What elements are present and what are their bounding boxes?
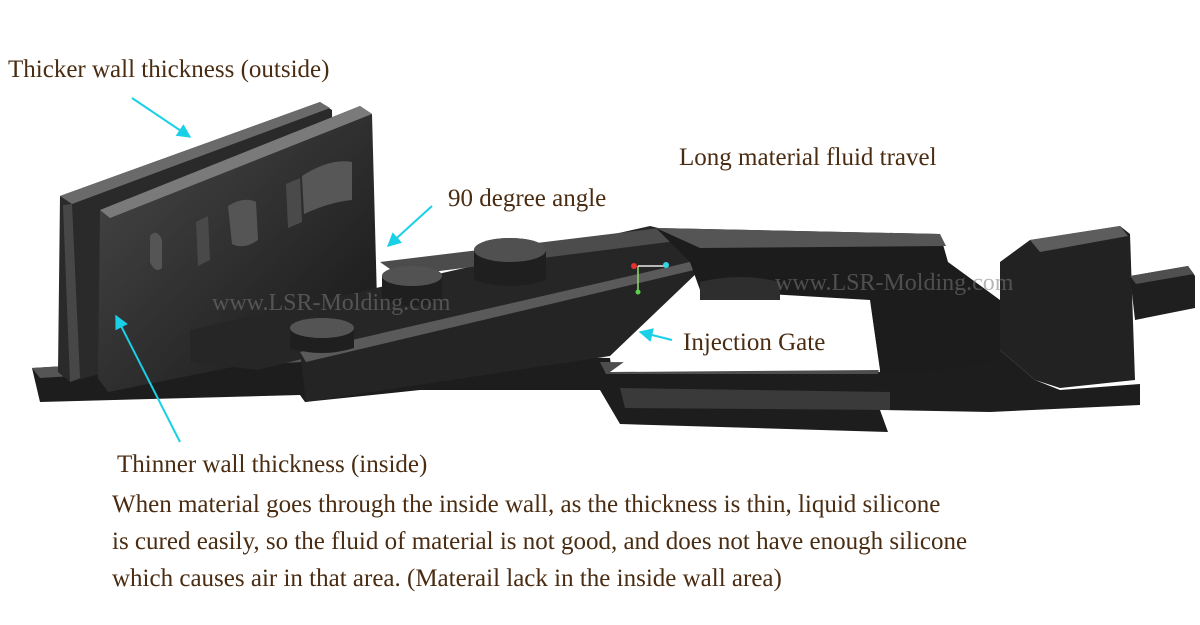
label-fluid-travel: Long material fluid travel [679,144,937,171]
watermark-right: www.LSR-Molding.com [775,270,1014,296]
arrow-thin-wall [115,314,181,443]
arrow-gate [638,328,673,342]
label-gate: Injection Gate [683,329,826,356]
watermark-left: www.LSR-Molding.com [212,290,451,316]
right-frame [610,226,1195,388]
description-line: When material goes through the inside wa… [112,491,941,518]
callout-arrows [115,97,673,443]
description-paragraph: When material goes through the inside wa… [112,486,967,597]
description-line: which causes air in that area. (Materail… [112,565,782,592]
label-thick-wall: Thicker wall thickness (outside) [8,56,330,83]
inner-structure [190,226,700,402]
gate-axis-marker [631,262,669,295]
description-line: is cured easily, so the fluid of materia… [112,528,968,555]
arrow-angle [386,205,433,247]
label-angle: 90 degree angle [448,185,607,212]
arrow-thick-wall [131,97,192,138]
label-thin-wall: Thinner wall thickness (inside) [117,451,428,478]
